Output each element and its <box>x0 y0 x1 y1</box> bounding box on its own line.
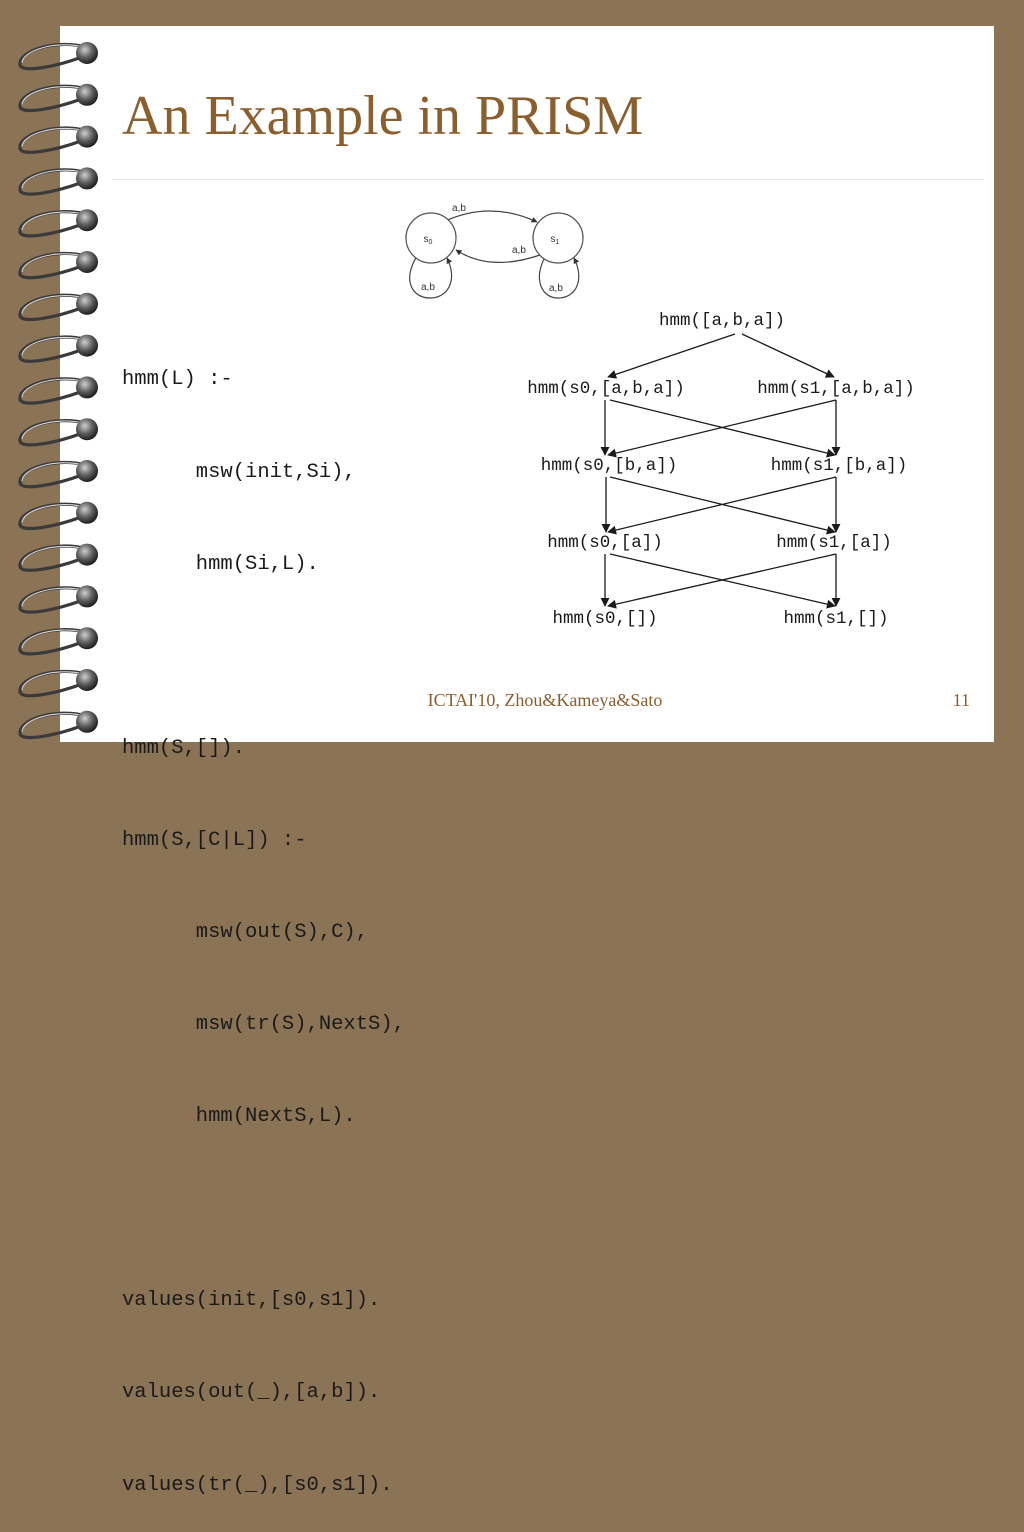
code-line: hmm(Si,L). <box>122 552 319 576</box>
edge-s0-self-label: a,b <box>421 282 435 293</box>
code-line: hmm(NextS,L). <box>122 1105 356 1129</box>
code-line: msw(init,Si), <box>122 460 356 484</box>
tree-node-n30: hmm(s0,[a]) <box>547 533 663 553</box>
state-s0-label: s0 <box>424 234 433 246</box>
hmm-state-diagram: s0 s1 a,b a,b a,b a,b <box>405 203 584 299</box>
tree-node-n11: hmm(s1,[a,b,a]) <box>757 379 915 399</box>
tree-node-root: hmm([a,b,a]) <box>659 311 785 331</box>
slide-footer: ICTAI'10, Zhou&Kameya&Sato <box>427 690 663 710</box>
edge-s0-to-s1-label: a,b <box>452 203 466 214</box>
code-line: hmm(L) :- <box>122 368 233 392</box>
edge-s1-self-label: a,b <box>549 283 563 294</box>
tree-node-n20: hmm(s0,[b,a]) <box>541 456 678 476</box>
edge-s0-to-s1 <box>442 210 538 223</box>
code-line: hmm(S,[C|L]) :- <box>122 828 307 852</box>
tree-node-n31: hmm(s1,[a]) <box>776 533 892 553</box>
code-blank-line <box>122 1194 405 1225</box>
code-line: values(init,[s0,s1]). <box>122 1289 381 1313</box>
code-line: msw(tr(S),NextS), <box>122 1013 405 1037</box>
derivation-tree-edges <box>600 333 841 609</box>
code-line: hmm(S,[]). <box>122 736 246 760</box>
diagram-canvas: s0 s1 a,b a,b a,b a,b hmm([a,b,a]) hmm(s0… <box>405 203 915 629</box>
page-number: 11 <box>952 690 970 710</box>
tree-edge-root-n11 <box>741 333 835 378</box>
tree-edge-n11-n20 <box>607 399 837 458</box>
tree-edge-root-n10 <box>607 333 736 379</box>
tree-edge-n31-n40 <box>607 553 837 609</box>
title-divider <box>112 179 984 180</box>
code-line: msw(out(S),C), <box>122 920 369 944</box>
edge-s0-self-loop <box>409 255 453 299</box>
state-s1-circle <box>532 212 584 264</box>
edge-s1-self-loop <box>539 256 580 299</box>
edge-s1-to-s0-label: a,b <box>512 245 526 256</box>
code-line: values(out(_),[a,b]). <box>122 1381 381 1405</box>
edge-s1-to-s0 <box>455 249 541 263</box>
tree-node-n40: hmm(s0,[]) <box>552 609 657 629</box>
tree-edge-n21-n30 <box>607 476 837 535</box>
slide-page <box>60 26 994 742</box>
derivation-tree-labels: hmm([a,b,a]) hmm(s0,[a,b,a]) hmm(s1,[a,b,a… <box>527 311 915 629</box>
state-s0-circle <box>405 212 457 264</box>
tree-node-n10: hmm(s0,[a,b,a]) <box>527 379 685 399</box>
tree-node-n21: hmm(s1,[b,a]) <box>771 456 908 476</box>
tree-node-n41: hmm(s1,[]) <box>783 609 888 629</box>
state-s1-label: s1 <box>551 234 560 246</box>
code-line: values(tr(_),[s0,s1]). <box>122 1473 393 1497</box>
slide-title: An Example in PRISM <box>122 85 644 147</box>
